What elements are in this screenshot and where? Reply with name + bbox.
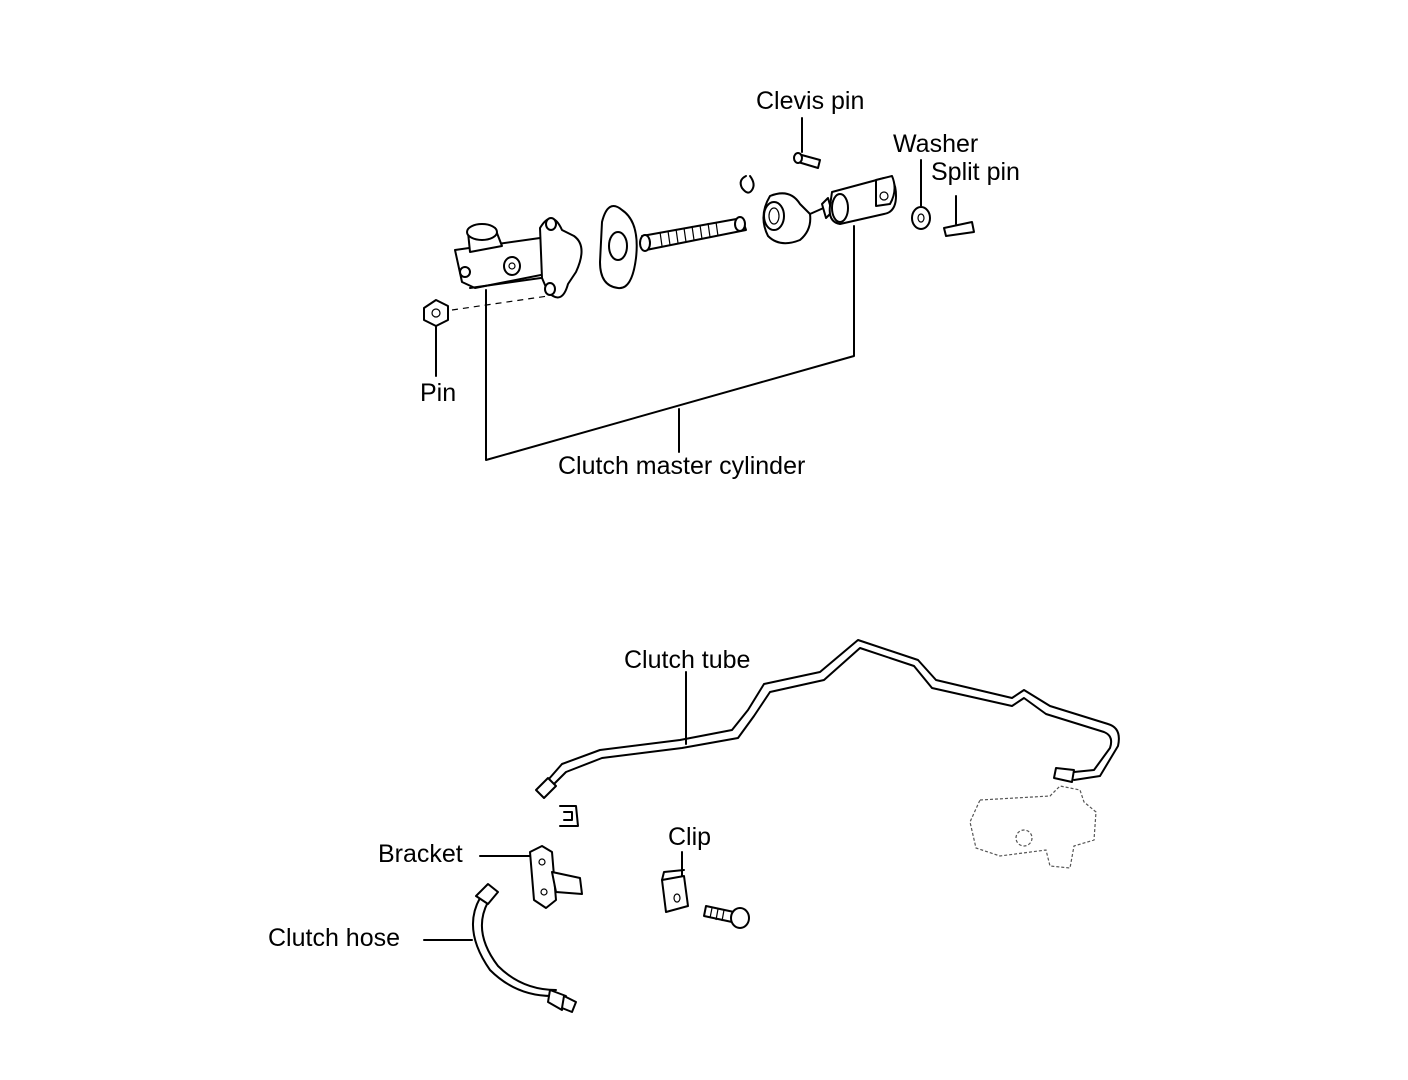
boot [762,192,812,245]
slave-cylinder-outline [969,785,1097,869]
snap-ring [739,175,755,194]
clutch-tube-assembly [423,639,1120,1013]
label-clevis-pin: Clevis pin [756,87,864,115]
gasket [599,205,638,290]
clevis-pin-part [793,117,821,169]
label-pin: Pin [420,379,456,407]
push-rod [639,216,747,252]
label-washer: Washer [893,130,978,158]
label-clip: Clip [668,823,711,851]
label-bracket: Bracket [378,840,463,868]
label-clutch-tube: Clutch tube [624,646,750,674]
bracket-part [479,845,583,909]
cylinder-flange [539,217,583,299]
label-split-pin: Split pin [931,158,1020,186]
pin-part [423,295,549,377]
split-pin-part [943,195,975,237]
u-clip [559,805,579,827]
label-clutch-master-cylinder: Clutch master cylinder [558,452,805,480]
master-cylinder-assembly [423,117,975,461]
master-cylinder-leader [485,225,855,461]
washer-part [911,159,931,230]
clevis [809,175,897,225]
label-clutch-hose: Clutch hose [268,924,400,952]
clutch-tube [535,639,1120,799]
clutch-hose-part [423,883,577,1013]
cylinder-body [454,223,557,289]
clip-part [661,851,750,929]
